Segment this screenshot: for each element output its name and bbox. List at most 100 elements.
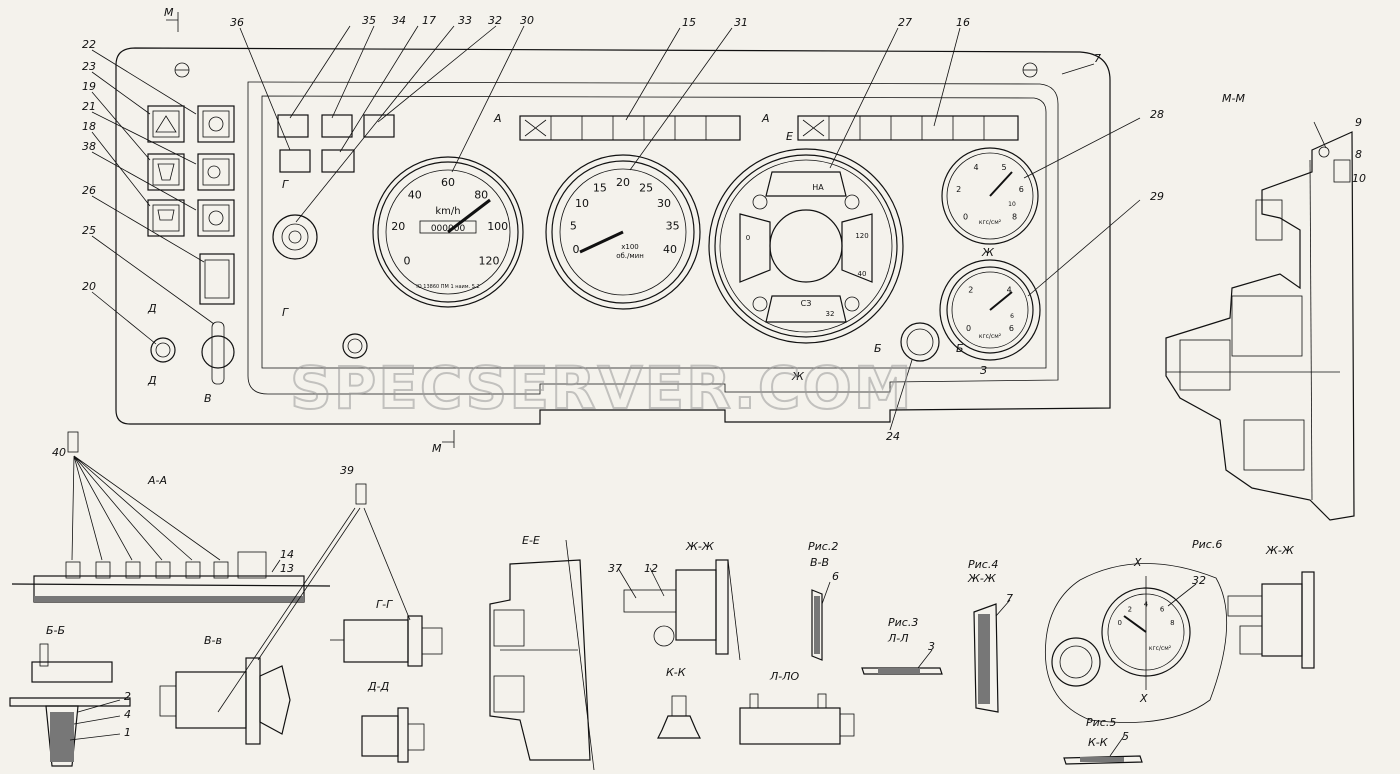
tachometer-tick-label: 15 <box>593 182 607 195</box>
watermark: SPECSERVER.COM <box>290 354 913 422</box>
callout-7-fig4: 7 <box>1006 592 1013 605</box>
combo-gauge-bottom: СЗ <box>801 299 812 308</box>
pressure-gauge-lower-tick-label: 2 <box>968 285 973 294</box>
mark-e: Е <box>786 130 793 143</box>
pressure-gauge-upper-tick-label: 0 <box>963 212 968 221</box>
title-fig3-sec: Л-Л <box>887 632 909 645</box>
callout-1: 1 <box>124 726 131 739</box>
speedometer-tick-label: 0 <box>404 255 411 268</box>
section-dd-drawing <box>361 707 425 763</box>
callout-20: 20 <box>82 280 96 293</box>
title-fig5: Рис.5 <box>1086 716 1116 729</box>
callout-28: 28 <box>1150 108 1164 121</box>
callout-22: 22 <box>82 38 96 51</box>
combo-gauge-right-bottom: 40 <box>858 270 867 278</box>
callout-24: 24 <box>886 430 900 443</box>
pressure-gauge-upper-tick-label: 4 <box>973 163 978 172</box>
combo-gauge-right-top: 120 <box>855 232 868 240</box>
pressure-gauge-upper-tick-label: 8 <box>1012 212 1017 221</box>
title-fig5-sec: К-К <box>1088 736 1109 749</box>
pressure-gauge-upper-tick-label: 2 <box>956 185 961 194</box>
speedometer-tick-label: 80 <box>474 189 488 202</box>
callout-14: 14 <box>280 548 294 561</box>
callout-12: 12 <box>644 562 658 575</box>
combo-gauge-bottom-right: 32 <box>826 310 835 318</box>
callout-35: 35 <box>362 14 376 27</box>
title-kk-1: К-К <box>666 666 687 679</box>
tachometer-unit-bottom: об./мин <box>616 252 644 260</box>
title-fig4: Рис.4 <box>968 558 998 571</box>
tachometer-tick-label: 20 <box>616 176 630 189</box>
callout-9: 9 <box>1355 116 1362 129</box>
section-mm-drawing <box>1165 131 1355 521</box>
callout-6: 6 <box>832 570 839 583</box>
title-dd: Д-Д <box>367 680 390 693</box>
fig6-gauge-tick-label: 2 <box>1128 606 1132 614</box>
callout-18: 18 <box>82 120 96 133</box>
pressure-gauge-lower-tick-label: 4 <box>1007 285 1012 294</box>
callout-39: 39 <box>340 464 354 477</box>
mark-b-right: Б <box>956 342 964 355</box>
tachometer-tick-label: 35 <box>666 219 680 232</box>
callout-25: 25 <box>82 224 96 237</box>
callout-36: 36 <box>230 16 244 29</box>
title-mm: М-М <box>1222 92 1245 105</box>
fig5-drawing <box>1063 755 1143 765</box>
mark-m-bottom: М <box>432 442 442 455</box>
title-vv: В-в <box>204 634 222 647</box>
pressure-gauge-upper-unit: кгс/см² <box>979 219 1002 226</box>
mark-b-left: Б <box>874 342 882 355</box>
callout-29: 29 <box>1150 190 1164 203</box>
tachometer-tick-label: 40 <box>663 243 677 256</box>
panel-outline <box>115 47 1111 425</box>
mark-m-top: М <box>164 6 174 19</box>
warning-lamps-left <box>272 114 395 260</box>
mark-g-top: Г <box>282 178 289 191</box>
mark-x-top: Х <box>1133 556 1142 569</box>
warning-lamps-center <box>519 115 741 141</box>
callout-21: 21 <box>82 100 96 113</box>
callout-5: 5 <box>1122 730 1129 743</box>
mark-x-bottom: Х <box>1139 692 1148 705</box>
speedometer-footer: Ю 13860 ПМ 1 наим. 5.2 <box>416 284 479 290</box>
lamp-24 <box>900 322 940 362</box>
title-ee: Е-Е <box>522 534 540 547</box>
callout-7: 7 <box>1094 52 1101 65</box>
pressure-gauge-lower-tick-label: 0 <box>966 324 971 333</box>
callout-13: 13 <box>280 562 294 575</box>
callout-15: 15 <box>682 16 696 29</box>
pressure-gauge-upper-brand: 10 <box>1008 201 1016 208</box>
title-fig4-sec: Ж-Ж <box>967 572 997 585</box>
callout-8: 8 <box>1355 148 1362 161</box>
speedometer-tick-label: 100 <box>487 220 508 233</box>
callout-10: 10 <box>1352 172 1366 185</box>
pressure-gauge-lower-unit: кгс/см² <box>979 333 1002 340</box>
callout-17: 17 <box>422 14 436 27</box>
title-zhzh-2: Ж-Ж <box>1265 544 1295 557</box>
tachometer-unit-top: х100 <box>621 243 639 251</box>
callout-23: 23 <box>82 60 96 73</box>
speedometer-unit: km/h <box>435 206 460 217</box>
section-zhzh-drawing <box>623 559 741 661</box>
callout-27: 27 <box>898 16 912 29</box>
mark-a-left: А <box>493 112 502 125</box>
fig6-gauge-tick-label: 6 <box>1160 606 1165 614</box>
section-titles: М-М А-А Б-Б В-в Г-Г Д-Д Е-Е Ж-Ж К-К Л-ЛО… <box>46 92 1295 749</box>
title-gg: Г-Г <box>376 598 393 611</box>
callout-2: 2 <box>124 690 131 703</box>
section-ee-drawing <box>489 539 595 771</box>
callout-32: 32 <box>488 14 502 27</box>
mark-a-bottom: Д <box>147 374 157 387</box>
warning-lamps-right <box>797 115 1019 141</box>
mark-a-top: Д <box>147 302 157 315</box>
callout-37: 37 <box>608 562 622 575</box>
speedometer-tick-label: 120 <box>479 255 500 268</box>
